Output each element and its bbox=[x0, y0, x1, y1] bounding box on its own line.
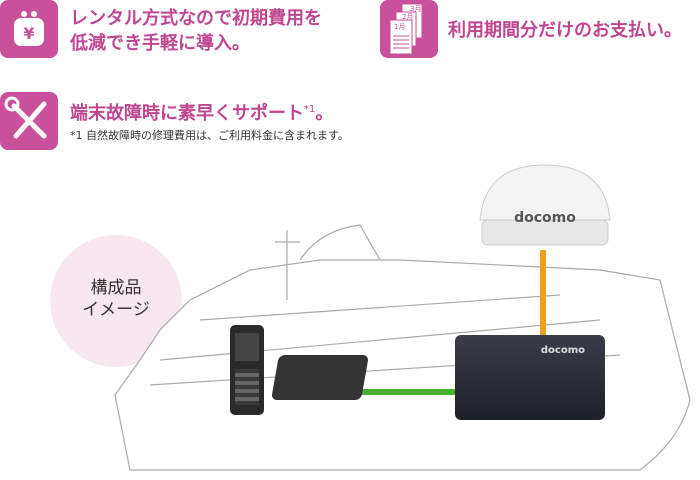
feature-rental-line1: レンタル方式なので初期費用を bbox=[70, 8, 322, 29]
feature-rental-line2: 低減でき手軽に導入。 bbox=[70, 33, 250, 54]
calendar-icon: 3月 2月 1月 bbox=[380, 0, 438, 58]
image-label-line1: 構成品 bbox=[90, 278, 142, 298]
feature-support-text: 端末故障時に素早くサポート bbox=[70, 103, 304, 124]
antenna-brand: docomo bbox=[514, 210, 576, 226]
svg-text:¥: ¥ bbox=[23, 24, 34, 43]
feature-support-tail: 。 bbox=[315, 103, 334, 124]
router-unit: docomo bbox=[455, 335, 605, 420]
yen-purse-icon: ¥ bbox=[0, 0, 58, 58]
orange-cable bbox=[540, 250, 546, 336]
footnote: *1 自然故障時の修理費用は、ご利用料金に含まれます。 bbox=[70, 129, 349, 142]
router-brand: docomo bbox=[540, 345, 585, 356]
feature-pay-per-use: 利用期間分だけのお支払い。 bbox=[448, 20, 682, 41]
calendar-label: 3月 bbox=[410, 5, 421, 13]
calendar-label: 1月 bbox=[394, 23, 405, 31]
footnote-ref: *1 bbox=[304, 104, 316, 115]
feature-rental: レンタル方式なので初期費用を 低減でき手軽に導入。 bbox=[70, 6, 322, 56]
calendar-label: 2月 bbox=[402, 13, 413, 21]
antenna-dome: docomo bbox=[479, 164, 611, 246]
green-cable bbox=[340, 389, 462, 395]
tools-icon bbox=[0, 92, 58, 150]
handset-phone bbox=[230, 325, 264, 415]
image-label-line2: イメージ bbox=[82, 300, 150, 320]
charging-cradle bbox=[271, 355, 369, 400]
feature-support: 端末故障時に素早くサポート*1。 bbox=[70, 97, 333, 126]
